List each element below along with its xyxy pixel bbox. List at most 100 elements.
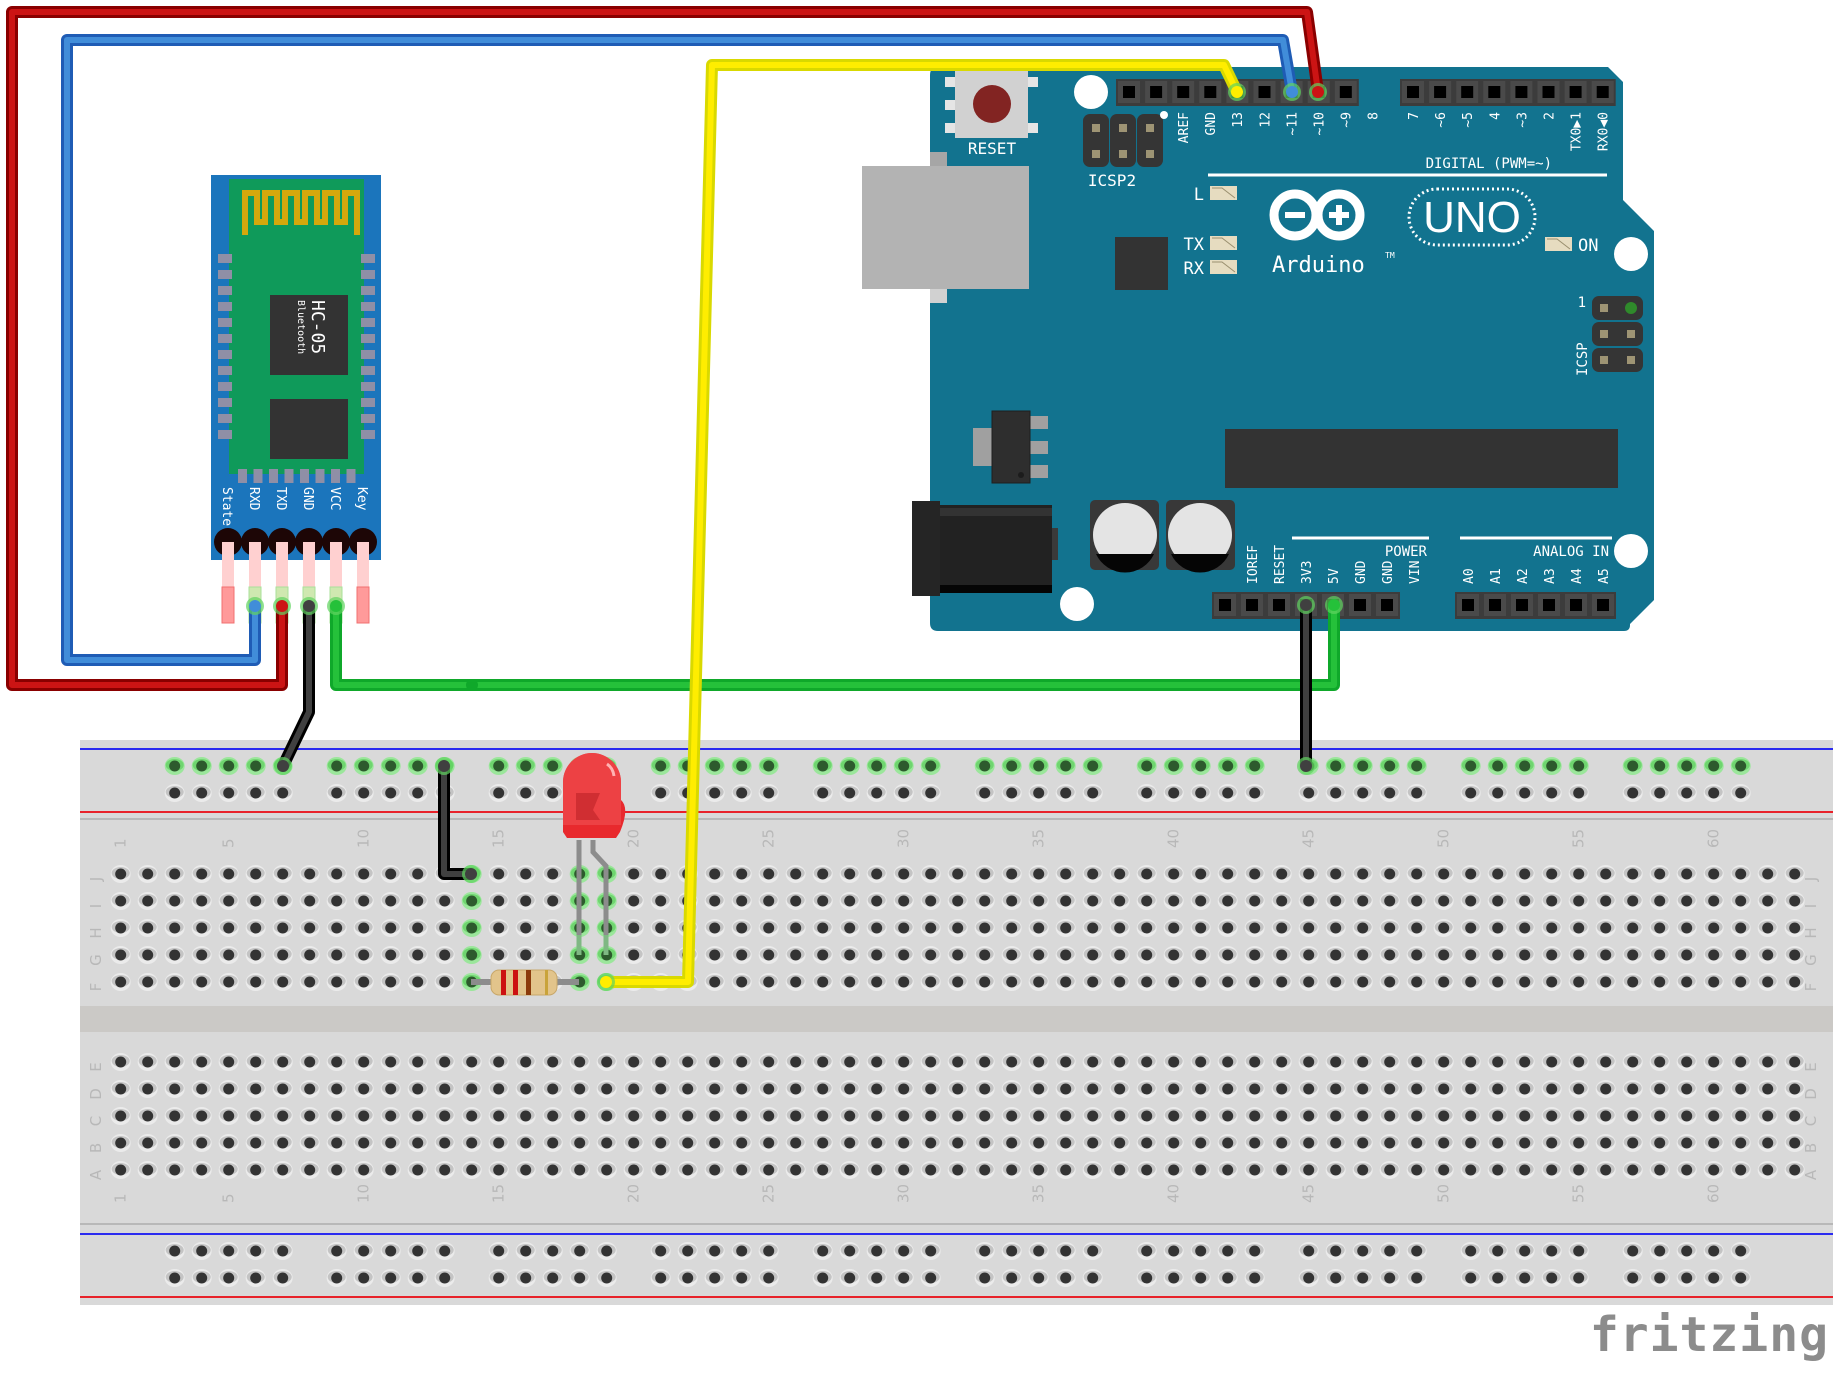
breadboard-hole-I59[interactable] — [1676, 892, 1697, 910]
breadboard-hole-E25[interactable] — [758, 1053, 779, 1071]
bottom-rail-hole[interactable] — [1703, 1269, 1724, 1287]
top-rail-hole[interactable] — [731, 757, 752, 775]
breadboard-hole-G29[interactable] — [866, 946, 887, 964]
top-rail-hole[interactable] — [704, 784, 725, 802]
breadboard-hole-J35[interactable] — [1028, 865, 1049, 883]
breadboard-hole-I6[interactable] — [245, 892, 266, 910]
header-pin[interactable] — [1376, 594, 1398, 616]
breadboard-hole-C16[interactable] — [515, 1107, 536, 1125]
breadboard-hole-G9[interactable] — [326, 946, 347, 964]
breadboard-hole-F31[interactable] — [920, 973, 941, 991]
breadboard-hole-F46[interactable] — [1325, 973, 1346, 991]
breadboard-hole-C17[interactable] — [542, 1107, 563, 1125]
breadboard-hole-C20[interactable] — [623, 1107, 644, 1125]
breadboard-hole-I28[interactable] — [839, 892, 860, 910]
top-rail-hole[interactable] — [1001, 784, 1022, 802]
breadboard-hole-G3[interactable] — [164, 946, 185, 964]
bottom-rail-hole[interactable] — [569, 1242, 590, 1260]
breadboard-hole-I4[interactable] — [191, 892, 212, 910]
breadboard-hole-A26[interactable] — [785, 1161, 806, 1179]
bottom-rail-hole[interactable] — [812, 1242, 833, 1260]
bottom-rail-hole[interactable] — [218, 1242, 239, 1260]
breadboard-hole-B43[interactable] — [1244, 1134, 1265, 1152]
breadboard-hole-A3[interactable] — [164, 1161, 185, 1179]
breadboard-hole-F36[interactable] — [1055, 973, 1076, 991]
breadboard-hole-E4[interactable] — [191, 1053, 212, 1071]
breadboard-hole-F29[interactable] — [866, 973, 887, 991]
bottom-rail-hole[interactable] — [1001, 1242, 1022, 1260]
breadboard-hole-G27[interactable] — [812, 946, 833, 964]
breadboard-hole-C13[interactable] — [434, 1107, 455, 1125]
breadboard-hole-D41[interactable] — [1190, 1080, 1211, 1098]
breadboard-hole-C15[interactable] — [488, 1107, 509, 1125]
breadboard-hole-I60[interactable] — [1703, 892, 1724, 910]
breadboard-hole-E43[interactable] — [1244, 1053, 1265, 1071]
breadboard-hole-C4[interactable] — [191, 1107, 212, 1125]
breadboard-hole-J29[interactable] — [866, 865, 887, 883]
breadboard-hole-G59[interactable] — [1676, 946, 1697, 964]
bottom-rail-hole[interactable] — [488, 1242, 509, 1260]
breadboard-hole-J61[interactable] — [1730, 865, 1751, 883]
breadboard-hole-B21[interactable] — [650, 1134, 671, 1152]
top-rail-hole[interactable] — [407, 757, 428, 775]
breadboard-hole-J44[interactable] — [1271, 865, 1292, 883]
breadboard-hole-E47[interactable] — [1352, 1053, 1373, 1071]
bottom-rail-hole[interactable] — [1406, 1242, 1427, 1260]
breadboard-hole-I3[interactable] — [164, 892, 185, 910]
breadboard-hole-F11[interactable] — [380, 973, 401, 991]
top-rail-hole[interactable] — [1055, 784, 1076, 802]
breadboard-hole-E42[interactable] — [1217, 1053, 1238, 1071]
breadboard-hole-A55[interactable] — [1568, 1161, 1589, 1179]
bottom-rail-hole[interactable] — [1298, 1242, 1319, 1260]
header-pin[interactable] — [1537, 81, 1560, 103]
breadboard-hole-D21[interactable] — [650, 1080, 671, 1098]
breadboard-hole-J62[interactable] — [1757, 865, 1778, 883]
header-pin[interactable] — [1118, 81, 1140, 103]
breadboard-hole-I37[interactable] — [1082, 892, 1103, 910]
breadboard-hole-C49[interactable] — [1406, 1107, 1427, 1125]
breadboard-hole-H55[interactable] — [1568, 919, 1589, 937]
top-rail-hole[interactable] — [245, 784, 266, 802]
top-rail-hole[interactable] — [218, 757, 239, 775]
breadboard-hole-C39[interactable] — [1136, 1107, 1157, 1125]
breadboard-hole-D55[interactable] — [1568, 1080, 1589, 1098]
breadboard-hole-D33[interactable] — [974, 1080, 995, 1098]
breadboard-hole-C42[interactable] — [1217, 1107, 1238, 1125]
breadboard-hole-B25[interactable] — [758, 1134, 779, 1152]
top-rail-hole[interactable] — [1514, 784, 1535, 802]
bottom-rail-hole[interactable] — [1028, 1269, 1049, 1287]
breadboard-hole-I5[interactable] — [218, 892, 239, 910]
breadboard-hole-B5[interactable] — [218, 1134, 239, 1152]
breadboard-hole-A27[interactable] — [812, 1161, 833, 1179]
breadboard-hole-I58[interactable] — [1649, 892, 1670, 910]
breadboard-hole-E22[interactable] — [677, 1053, 698, 1071]
top-rail-hole[interactable] — [1352, 757, 1373, 775]
breadboard-hole-D53[interactable] — [1514, 1080, 1535, 1098]
breadboard-hole-B34[interactable] — [1001, 1134, 1022, 1152]
breadboard-hole-A60[interactable] — [1703, 1161, 1724, 1179]
breadboard-hole-A28[interactable] — [839, 1161, 860, 1179]
breadboard-hole-H11[interactable] — [380, 919, 401, 937]
top-rail-hole[interactable] — [1082, 784, 1103, 802]
breadboard-hole-A57[interactable] — [1622, 1161, 1643, 1179]
breadboard-hole-D7[interactable] — [272, 1080, 293, 1098]
breadboard-hole-A31[interactable] — [920, 1161, 941, 1179]
breadboard-hole-G58[interactable] — [1649, 946, 1670, 964]
breadboard-hole-C54[interactable] — [1541, 1107, 1562, 1125]
top-rail-hole[interactable] — [1379, 757, 1400, 775]
bottom-rail-hole[interactable] — [1055, 1242, 1076, 1260]
breadboard-hole-E53[interactable] — [1514, 1053, 1535, 1071]
breadboard-hole-C32[interactable] — [947, 1107, 968, 1125]
breadboard-hole-E31[interactable] — [920, 1053, 941, 1071]
breadboard-hole-D30[interactable] — [893, 1080, 914, 1098]
breadboard-hole-B55[interactable] — [1568, 1134, 1589, 1152]
breadboard-hole-D26[interactable] — [785, 1080, 806, 1098]
breadboard-hole-H16[interactable] — [515, 919, 536, 937]
breadboard-hole-B27[interactable] — [812, 1134, 833, 1152]
breadboard-hole-I47[interactable] — [1352, 892, 1373, 910]
breadboard-hole-D57[interactable] — [1622, 1080, 1643, 1098]
breadboard-hole-G4[interactable] — [191, 946, 212, 964]
breadboard-hole-H8[interactable] — [299, 919, 320, 937]
breadboard-hole-J27[interactable] — [812, 865, 833, 883]
breadboard-hole-D19[interactable] — [596, 1080, 617, 1098]
